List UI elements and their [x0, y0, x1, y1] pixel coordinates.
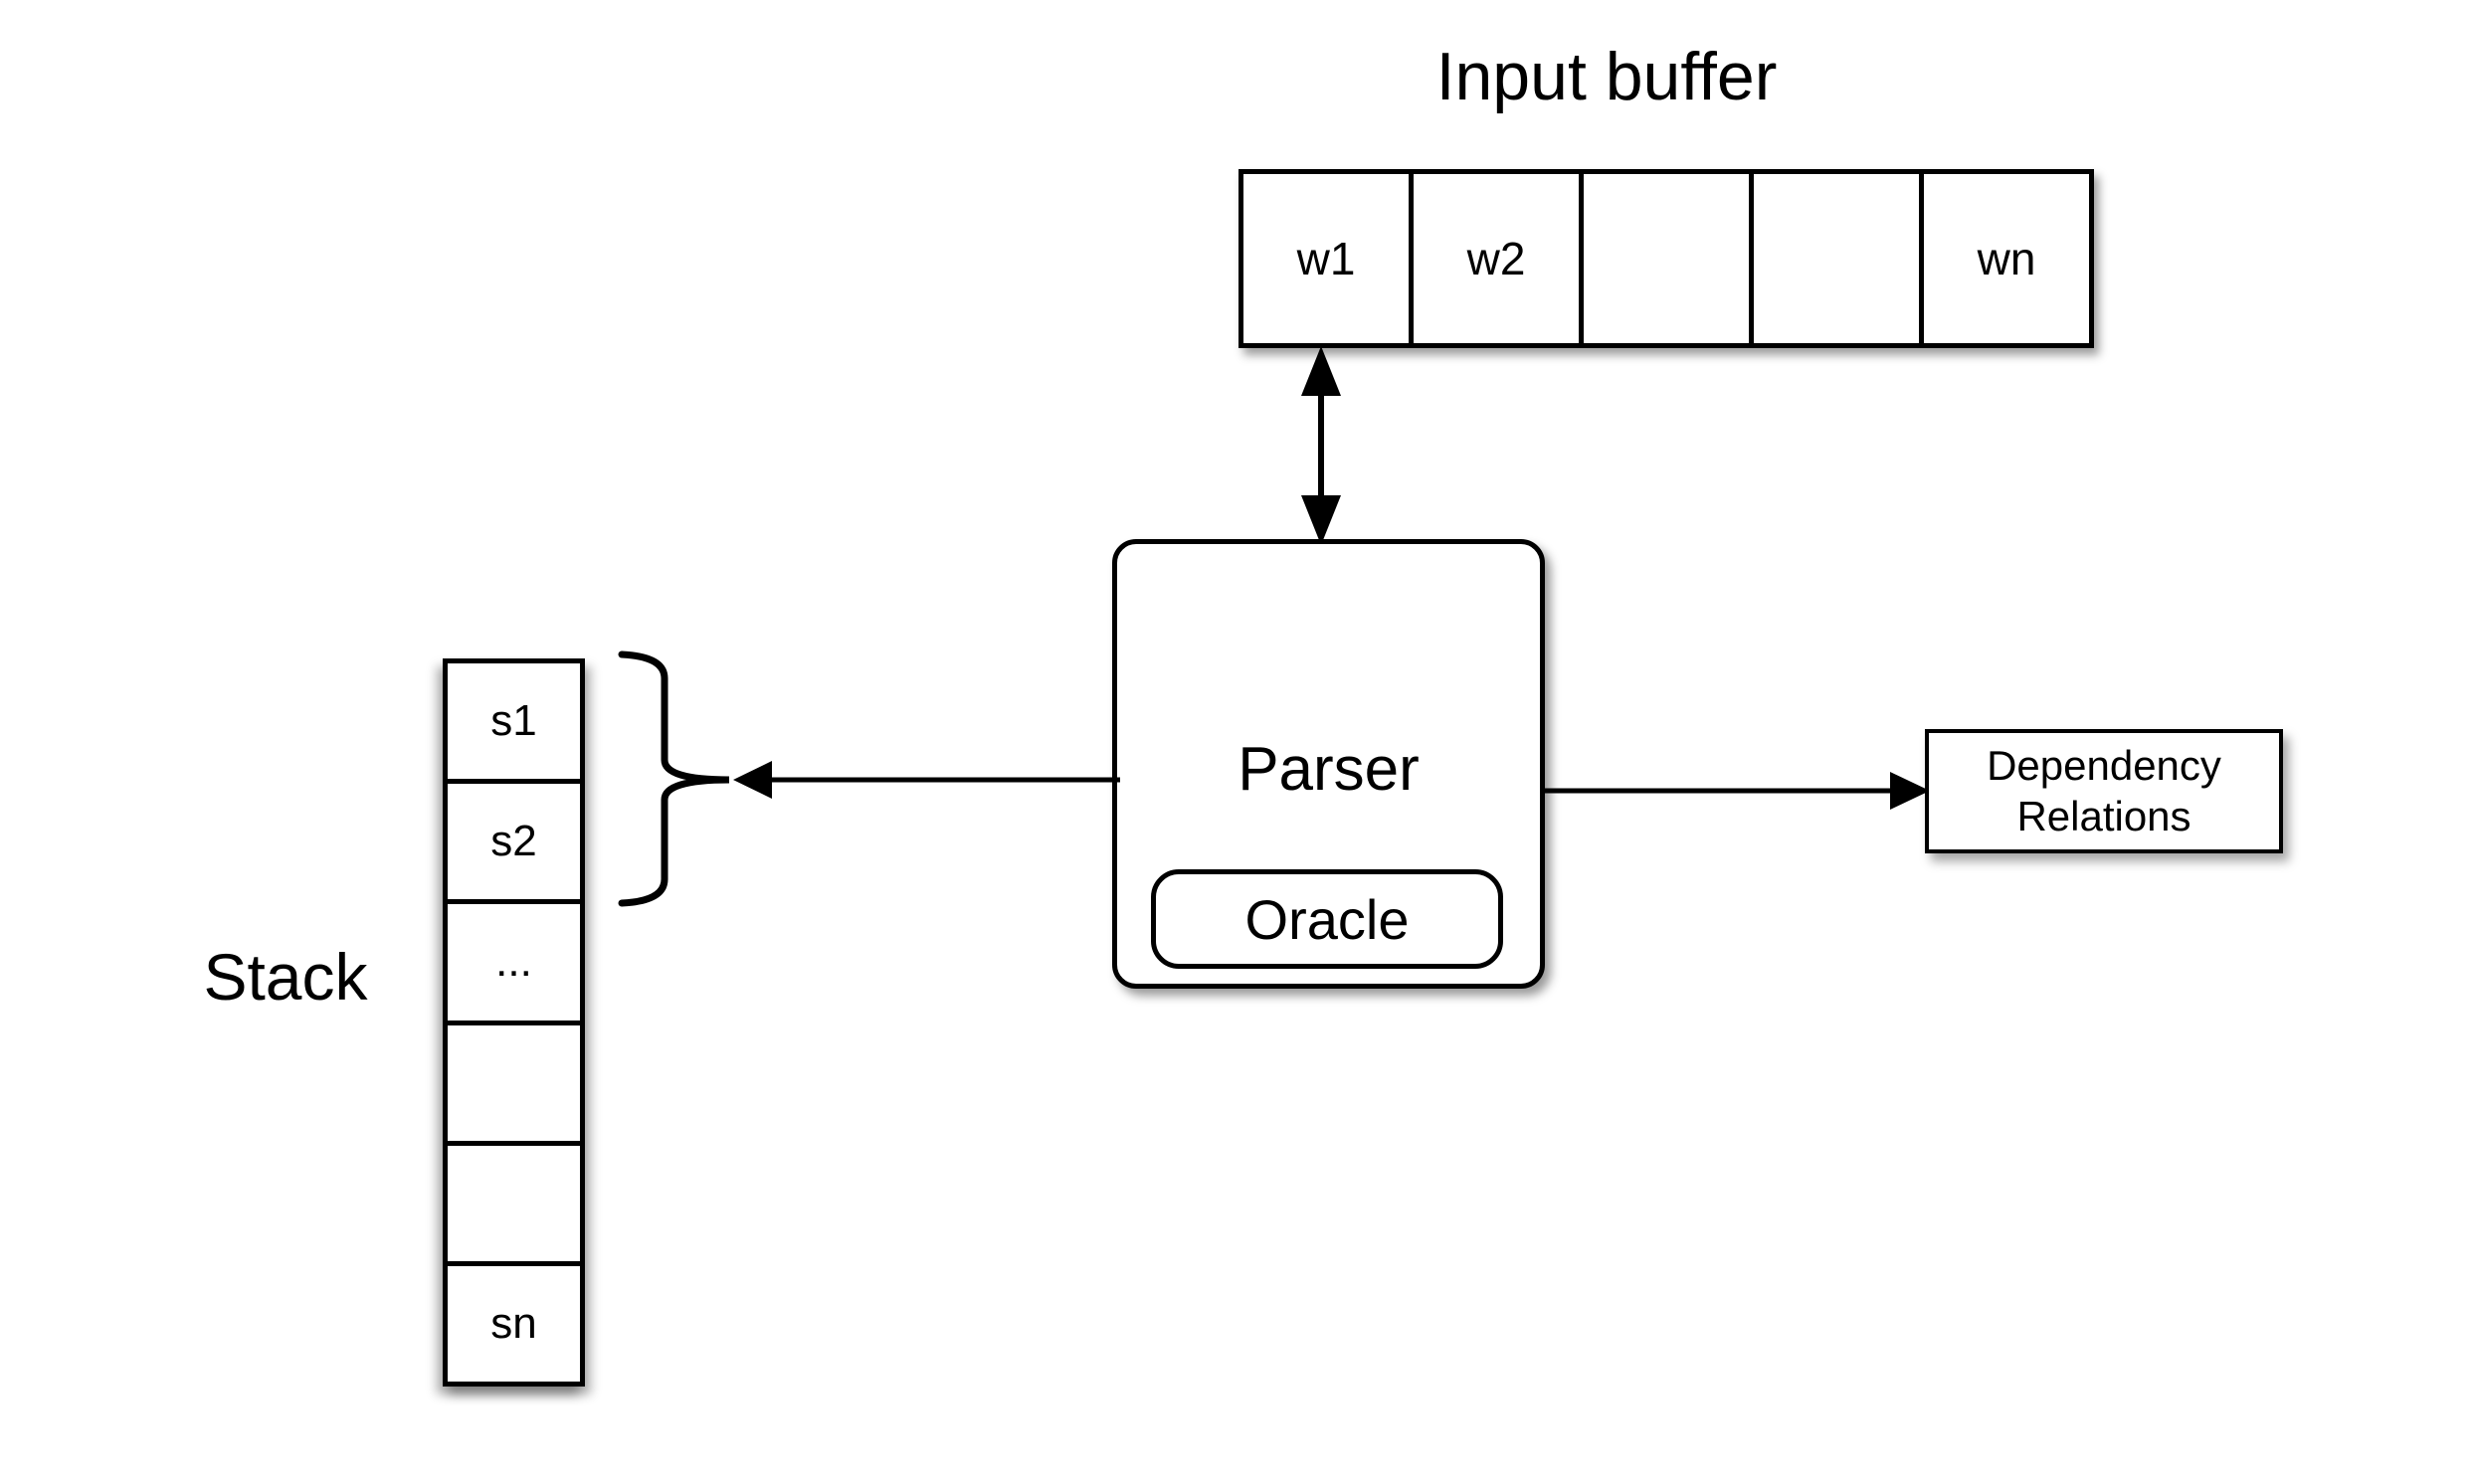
stack-label: Stack [203, 940, 368, 1014]
stack-cell-empty-1 [448, 1024, 580, 1146]
parser-output-arrow-icon [1545, 772, 1930, 810]
stack-top-brace-icon [618, 650, 730, 907]
input-buffer: w1 w2 wn [1238, 169, 2094, 348]
parser-label: Parser [1238, 735, 1420, 804]
input-buffer-title: Input buffer [1435, 39, 1778, 114]
buffer-parser-double-arrow-icon [1301, 346, 1341, 545]
parser-stack-arrow-icon [733, 761, 1120, 799]
oracle-box: Oracle [1151, 869, 1503, 969]
buffer-cell-empty-1 [1584, 174, 1754, 343]
parser-box: Parser Oracle [1112, 539, 1545, 989]
dependency-relations-line1: Dependency [1987, 742, 2221, 790]
dependency-relations-box: Dependency Relations [1925, 729, 2283, 853]
stack-cell-ellipsis: ... [448, 904, 580, 1025]
stack-cell-empty-2 [448, 1145, 580, 1266]
dependency-relations-line2: Relations [2016, 792, 2191, 839]
stack-cell-s1: s1 [448, 663, 580, 785]
stack-cell-sn: sn [448, 1265, 580, 1383]
buffer-cell-wn: wn [1924, 174, 2089, 343]
buffer-cell-w2: w2 [1414, 174, 1584, 343]
stack: s1 s2 ... sn [443, 658, 585, 1387]
buffer-cell-w1: w1 [1243, 174, 1414, 343]
buffer-cell-empty-2 [1754, 174, 1924, 343]
stack-cell-s2: s2 [448, 784, 580, 905]
